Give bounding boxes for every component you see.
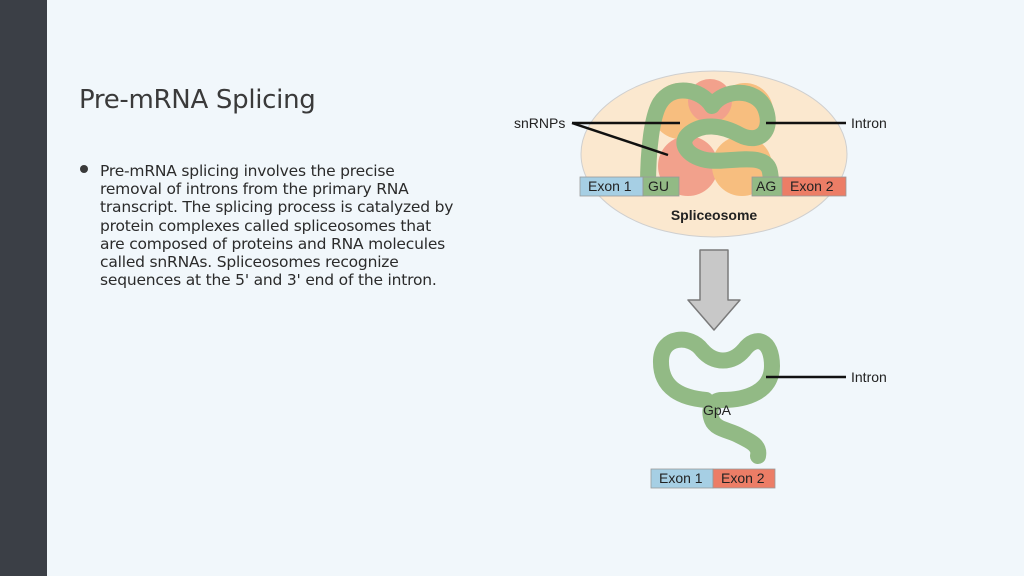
gu-label: GU — [648, 178, 669, 194]
exon2-box-top — [781, 176, 847, 197]
intron-label-bottom: Intron — [851, 369, 887, 385]
snrnps-label: snRNPs — [514, 115, 565, 131]
exon1-label-bottom: Exon 1 — [659, 470, 703, 486]
exon1-label-top: Exon 1 — [588, 178, 632, 194]
intron-lariat — [653, 331, 780, 464]
bullet-text: Pre-mRNA splicing involves the precise r… — [100, 162, 454, 290]
exon2-box-bottom — [712, 468, 776, 489]
bullet-list: Pre-mRNA splicing involves the precise r… — [80, 162, 460, 289]
exon2-label-bottom: Exon 2 — [721, 470, 765, 486]
down-arrow-icon — [687, 249, 741, 331]
bullet-dot-icon — [80, 165, 88, 173]
spliceosome-label: Spliceosome — [671, 207, 758, 223]
gpa-label: GpA — [703, 402, 732, 418]
gu-box — [642, 176, 680, 197]
ag-label: AG — [756, 178, 776, 194]
side-bar — [0, 0, 47, 576]
intron-strand-top — [640, 82, 780, 194]
exon2-label-top: Exon 2 — [790, 178, 834, 194]
snrnps-line-lower — [571, 121, 669, 157]
bullet-item: Pre-mRNA splicing involves the precise r… — [80, 162, 460, 289]
intron-label-top: Intron — [851, 115, 887, 131]
slide-title: Pre-mRNA Splicing — [79, 85, 316, 116]
